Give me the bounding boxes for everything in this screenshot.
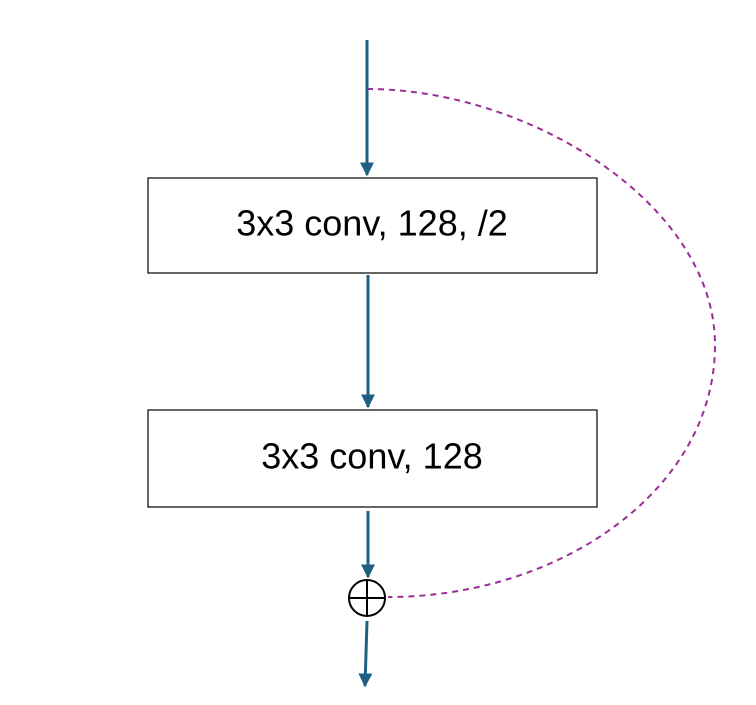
addition-node: ⊕: [348, 579, 386, 617]
conv-layer-1: 3x3 conv, 128, /2: [147, 177, 598, 274]
conv-layer-2: 3x3 conv, 128: [147, 409, 598, 508]
conv-layer-2-label: 3x3 conv, 128: [261, 436, 482, 477]
output-arrow: [358, 620, 373, 688]
conv-layer-1-label: 3x3 conv, 128, /2: [236, 203, 508, 244]
conv-layer-2-box: [147, 409, 598, 508]
conv-layer-1-box: [147, 177, 598, 274]
skip-connection: [366, 88, 717, 598]
